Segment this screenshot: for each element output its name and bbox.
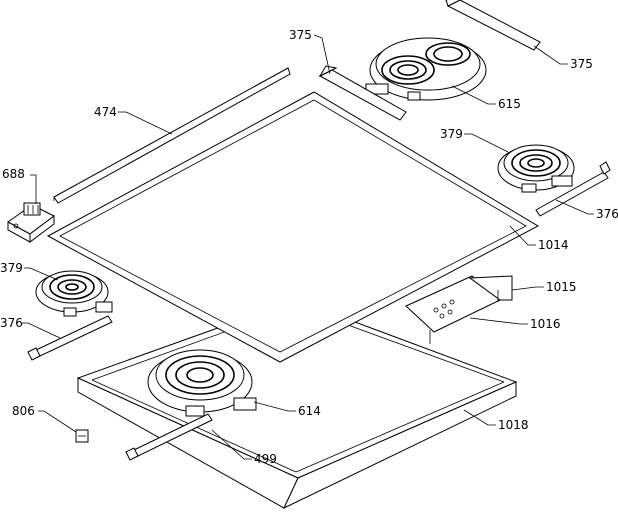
label-615: 615 bbox=[498, 97, 521, 111]
bracket-375-a bbox=[318, 65, 407, 121]
label-376-right: 376 bbox=[596, 207, 618, 221]
trim-strip-474 bbox=[53, 67, 291, 204]
label-376-left: 376 bbox=[0, 316, 23, 330]
round-burner-379-right bbox=[497, 144, 575, 193]
part-labels: 375 375 615 474 379 688 376 1014 379 101… bbox=[0, 28, 618, 466]
label-688: 688 bbox=[2, 167, 25, 181]
label-499: 499 bbox=[254, 452, 277, 466]
label-375-left: 375 bbox=[289, 28, 312, 42]
terminal-block-688 bbox=[7, 202, 55, 243]
label-614: 614 bbox=[298, 404, 321, 418]
label-1016: 1016 bbox=[530, 317, 561, 331]
label-1014: 1014 bbox=[538, 238, 569, 252]
glass-panel-frame-1014 bbox=[46, 91, 540, 363]
round-burner-379-left bbox=[35, 270, 113, 317]
oval-burner-615 bbox=[365, 37, 487, 101]
bracket-499 bbox=[125, 413, 213, 461]
base-tray-1018 bbox=[76, 299, 518, 510]
clip-806 bbox=[75, 429, 89, 443]
label-1018: 1018 bbox=[498, 418, 529, 432]
control-bracket-1015 bbox=[429, 275, 513, 344]
bracket-376-right bbox=[535, 161, 611, 217]
bracket-376-left bbox=[27, 315, 113, 361]
label-474: 474 bbox=[94, 105, 117, 119]
label-379-left: 379 bbox=[0, 261, 23, 275]
bracket-375-b bbox=[445, 0, 541, 51]
leader-lines bbox=[22, 34, 594, 460]
label-379-right: 379 bbox=[440, 127, 463, 141]
round-burner-614 bbox=[147, 349, 257, 417]
label-1015: 1015 bbox=[546, 280, 577, 294]
label-375-right: 375 bbox=[570, 57, 593, 71]
label-806: 806 bbox=[12, 404, 35, 418]
